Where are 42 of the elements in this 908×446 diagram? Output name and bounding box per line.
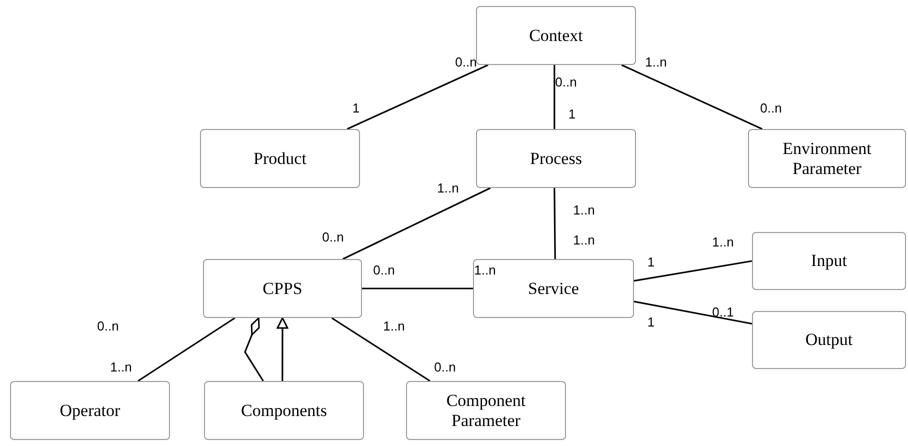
multiplicity-label: 1 [647,314,655,330]
association-line [554,65,556,129]
class-box: Output [752,311,906,369]
multiplicity-label: 0..n [97,318,119,334]
multiplicity-label: 1..n [437,180,459,196]
multiplicity-label: 1..n [712,234,734,250]
generalization-arrow [276,317,288,381]
association-line [362,288,473,290]
multiplicity-label: 1..n [573,202,595,218]
multiplicity-label: 1 [352,100,360,116]
class-box: Product [200,129,360,188]
class-box: Operator [10,381,170,440]
class-box: Components [204,381,364,440]
multiplicity-label: 1..n [474,262,496,278]
multiplicity-label: 0..n [434,360,456,374]
multiplicity-label: 0..1 [712,304,734,320]
multiplicity-label: 0..n [555,74,577,90]
multiplicity-label: 1..n [573,232,595,248]
association-line [554,188,556,259]
class-box: CPPS [203,259,362,318]
association-line [634,260,752,282]
multiplicity-label: 0..n [373,262,395,278]
class-box: Process [476,129,636,188]
association-line [331,317,430,382]
multiplicity-label: 0..n [760,100,782,116]
multiplicity-label: 1..n [110,360,132,374]
multiplicity-label: 1..n [383,318,405,334]
class-box: Context [476,6,636,65]
class-box: Environment Parameter [748,129,906,188]
association-line [621,64,763,130]
multiplicity-label: 1 [568,106,576,122]
class-box: Component Parameter [406,381,566,440]
association-line [138,317,236,382]
multiplicity-label: 0..n [455,54,477,70]
aggregation-connector [244,317,264,382]
class-box: Input [752,232,906,290]
association-line [342,187,491,260]
multiplicity-label: 1 [647,254,655,270]
multiplicity-label: 0..n [322,230,344,244]
multiplicity-label: 1..n [645,54,667,70]
association-line [634,300,752,325]
association-line [346,64,488,130]
